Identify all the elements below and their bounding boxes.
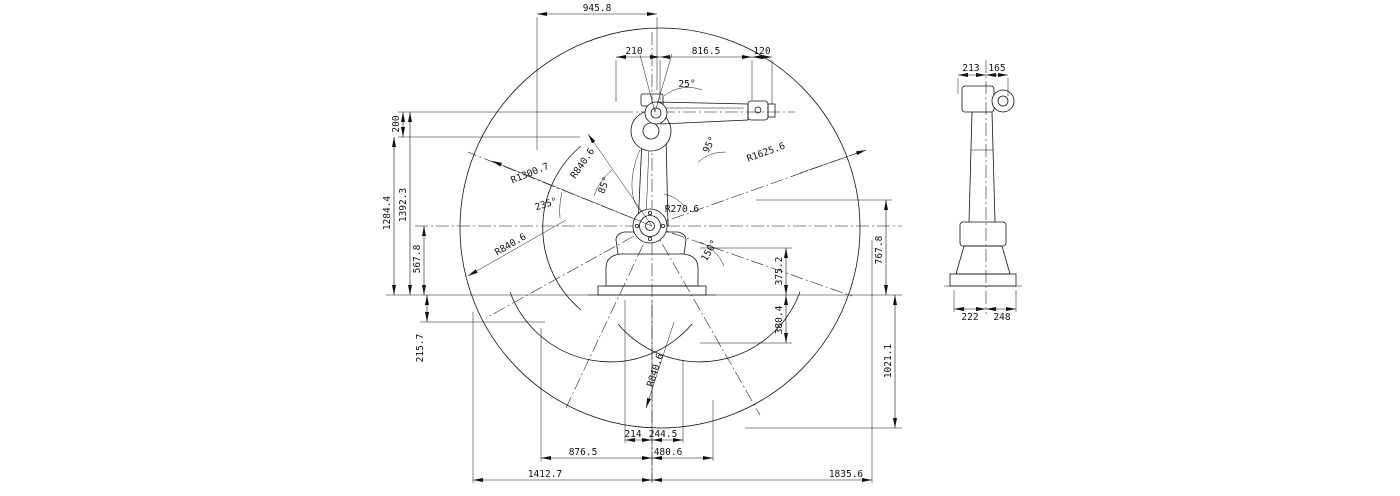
angle-label-150: 150° <box>699 238 720 263</box>
dim-label-214: 214 <box>624 429 641 440</box>
dim-label-375-2: 375.2 <box>774 257 785 286</box>
dim-label-222: 222 <box>961 312 978 323</box>
radius-label-r840-6-left: R840.6 <box>493 231 528 258</box>
dim-label-767-8: 767.8 <box>874 235 885 264</box>
extension-lines <box>386 17 902 483</box>
robot-side-view <box>588 93 776 296</box>
angle-label-235: 235° <box>534 196 559 214</box>
dim-label-816-5: 816.5 <box>692 46 721 57</box>
dim-label-567-8: 567.8 <box>412 244 423 273</box>
dim-label-213: 213 <box>962 63 979 74</box>
dim-label-1021-1: 1021.1 <box>883 344 894 379</box>
dim-label-480-6: 480.6 <box>654 447 683 458</box>
dim-label-1392-3: 1392.3 <box>398 188 409 222</box>
radius-label-r840-6-upper: R840.6 <box>569 146 598 181</box>
dim-label-380-4: 380.4 <box>774 305 785 334</box>
dim-label-945-8: 945.8 <box>583 3 612 14</box>
radius-leaders <box>467 133 867 409</box>
dim-label-215-7: 215.7 <box>415 334 426 363</box>
angle-label-25: 25° <box>678 79 695 90</box>
front-view-dimensions: 213 165 222 248 <box>953 63 1017 323</box>
radius-label-r840-6-lower: R840.6 <box>645 352 666 388</box>
dimension-lines <box>392 12 897 482</box>
dim-label-876-5: 876.5 <box>569 447 598 458</box>
dim-label-1412-7: 1412.7 <box>528 469 562 480</box>
robot-front-view <box>944 60 1022 314</box>
dim-label-165: 165 <box>988 63 1005 74</box>
dim-label-210: 210 <box>625 46 642 57</box>
angle-construction <box>559 53 727 267</box>
main-view-labels: 945.8 210 816.5 120 200 1284.4 1392.3 56… <box>382 3 894 480</box>
angle-label-95: 95° <box>701 135 719 155</box>
dim-label-1284-4: 1284.4 <box>382 196 393 231</box>
dim-label-200: 200 <box>391 115 402 132</box>
angle-label-85: 85° <box>597 175 613 195</box>
dim-label-1835-6: 1835.6 <box>829 469 864 480</box>
dim-label-120: 120 <box>753 46 770 57</box>
radius-label-r1625-6: R1625.6 <box>745 141 787 165</box>
radius-label-r270-6: R270.6 <box>665 204 700 215</box>
dim-label-248: 248 <box>993 312 1010 323</box>
dim-label-244-5: 244.5 <box>649 429 678 440</box>
